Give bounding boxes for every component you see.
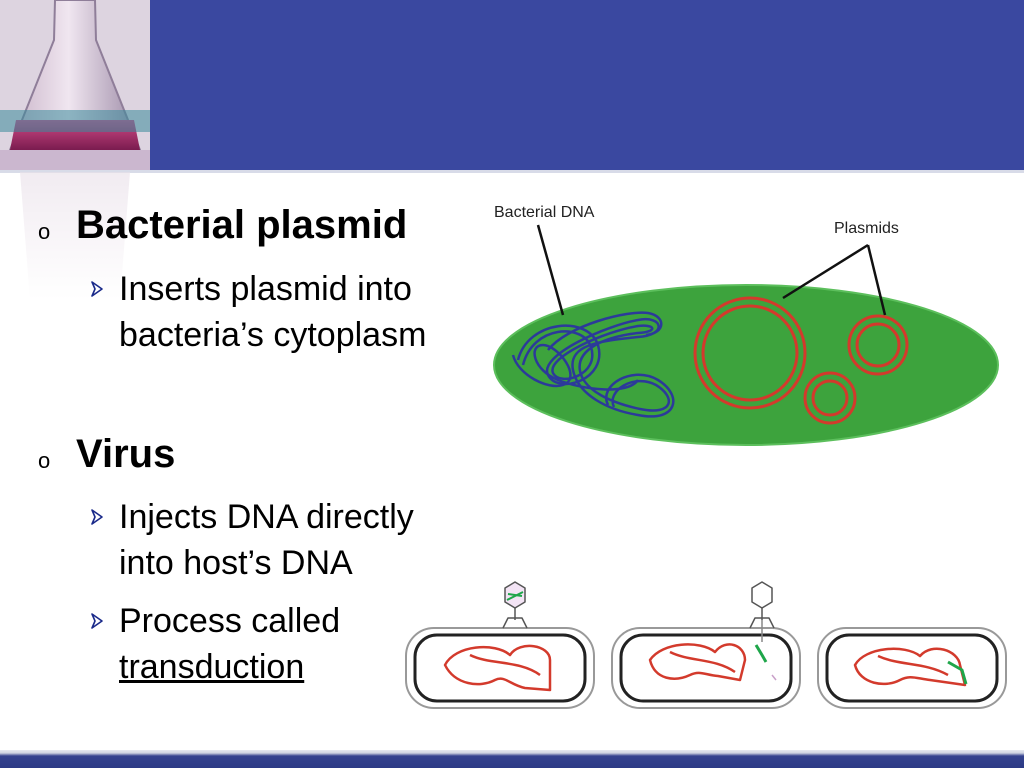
bullet-marker: o bbox=[38, 219, 51, 244]
host-cell bbox=[817, 627, 1007, 709]
host-cell bbox=[405, 627, 595, 709]
flask-image bbox=[0, 0, 150, 300]
host-cell bbox=[611, 627, 801, 709]
footer-bar bbox=[0, 750, 1024, 768]
sub-bullet-line: bacteria’s cytoplasm bbox=[119, 316, 427, 354]
sub-bullet-line: Inserts plasmid into bbox=[119, 270, 412, 308]
sub-bullet-line: into host’s DNA bbox=[119, 544, 353, 582]
bacterial-dna bbox=[511, 311, 675, 418]
sub-bullet-line: Process called bbox=[119, 602, 341, 640]
bullet-marker: o bbox=[38, 448, 51, 473]
phage-icon bbox=[502, 581, 528, 629]
plasmids bbox=[693, 296, 909, 425]
sub-bullet-line: Injects DNA directly bbox=[119, 498, 414, 536]
sub-bullet-line-underlined: transduction bbox=[119, 648, 305, 686]
bacterium-plasmid-diagram: Bacterial DNA Plasmids bbox=[493, 204, 999, 446]
bullet-heading: Bacterial plasmid bbox=[76, 203, 408, 247]
arrow-bullet-icon bbox=[91, 281, 103, 297]
transduction-diagram bbox=[405, 581, 1007, 709]
arrow-bullet-icon bbox=[91, 509, 103, 525]
leader-lines bbox=[536, 224, 887, 316]
arrow-bullet-icon bbox=[91, 613, 103, 629]
label-plasmids: Plasmids bbox=[834, 220, 899, 237]
title-bar bbox=[0, 0, 1024, 173]
label-bacterial-dna: Bacterial DNA bbox=[494, 204, 595, 221]
phage-icon bbox=[749, 581, 775, 642]
bacterial-cell bbox=[493, 284, 999, 446]
bullet-heading: Virus bbox=[76, 432, 176, 476]
